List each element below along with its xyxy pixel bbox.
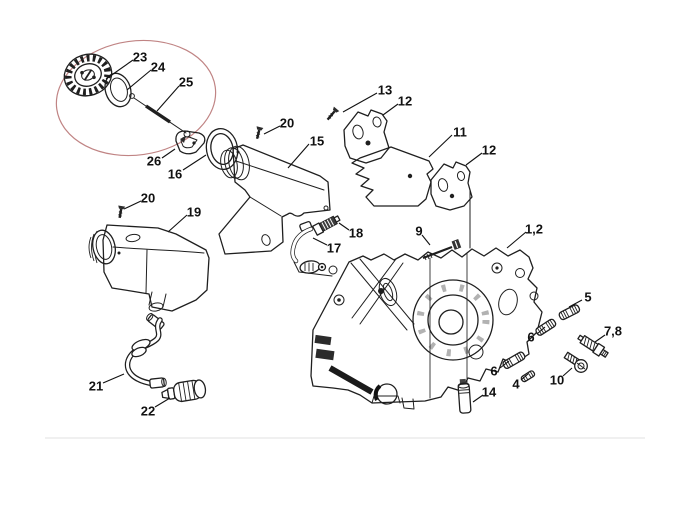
callout-16[interactable]: 16	[168, 167, 182, 182]
part-bolt	[422, 239, 462, 261]
callout-12-right[interactable]: 12	[482, 143, 496, 158]
part-pin-4	[520, 370, 536, 383]
highlight-ellipse	[55, 39, 217, 157]
callout-24[interactable]: 24	[151, 60, 166, 75]
callout-18[interactable]: 18	[349, 226, 363, 241]
callout-9[interactable]: 9	[415, 224, 422, 239]
part-cap-retainer-strap	[129, 93, 191, 138]
leader-lines	[102, 59, 606, 408]
part-screw-bracket	[326, 106, 340, 121]
callout-20-top[interactable]: 20	[280, 116, 294, 131]
callout-4[interactable]: 4	[512, 377, 520, 392]
callout-labels: 23 24 25 26 16 20 15 13 12 11 12 20 19 9…	[89, 50, 622, 419]
callout-11[interactable]: 11	[453, 125, 467, 140]
part-screw-top	[255, 126, 264, 140]
part-shroud-housing	[218, 144, 331, 255]
part-fuel-tank	[88, 224, 210, 312]
part-fuel-filter	[161, 379, 207, 403]
part-screw-10	[563, 351, 588, 373]
part-screw-7-8	[577, 334, 609, 358]
callout-6-lower[interactable]: 6	[490, 364, 497, 379]
callout-22[interactable]: 22	[141, 404, 155, 419]
part-stud-5	[558, 304, 581, 321]
callout-21[interactable]: 21	[89, 379, 103, 394]
part-bracket-left	[343, 109, 390, 164]
part-fuel-cap	[63, 53, 113, 97]
part-suction-hose-pickup	[290, 221, 333, 277]
callout-1-2[interactable]: 1,2	[525, 222, 543, 237]
callout-17[interactable]: 17	[327, 241, 341, 256]
callout-13[interactable]: 13	[378, 83, 392, 98]
part-fuel-hose	[124, 313, 167, 389]
part-crankcase	[310, 247, 543, 410]
callout-25[interactable]: 25	[179, 75, 193, 90]
callout-5[interactable]: 5	[584, 290, 591, 305]
part-threaded-connector	[311, 215, 341, 236]
callout-19[interactable]: 19	[187, 205, 201, 220]
callout-23[interactable]: 23	[133, 50, 147, 65]
callout-14[interactable]: 14	[482, 385, 497, 400]
part-sleeve-pin	[457, 378, 472, 414]
callout-26[interactable]: 26	[147, 154, 161, 169]
callout-15[interactable]: 15	[310, 134, 324, 149]
part-cap-retainer	[175, 130, 206, 155]
callout-10[interactable]: 10	[550, 373, 564, 388]
callout-6-upper[interactable]: 6	[527, 330, 534, 345]
callout-12-left[interactable]: 12	[398, 94, 412, 109]
part-bracket-right	[430, 161, 473, 249]
callout-20-tank[interactable]: 20	[141, 191, 155, 206]
part-screw-tank	[118, 205, 126, 219]
part-shield-plate	[351, 146, 434, 207]
part-stud-6-lower	[502, 351, 526, 370]
callout-7-8[interactable]: 7,8	[604, 324, 622, 339]
